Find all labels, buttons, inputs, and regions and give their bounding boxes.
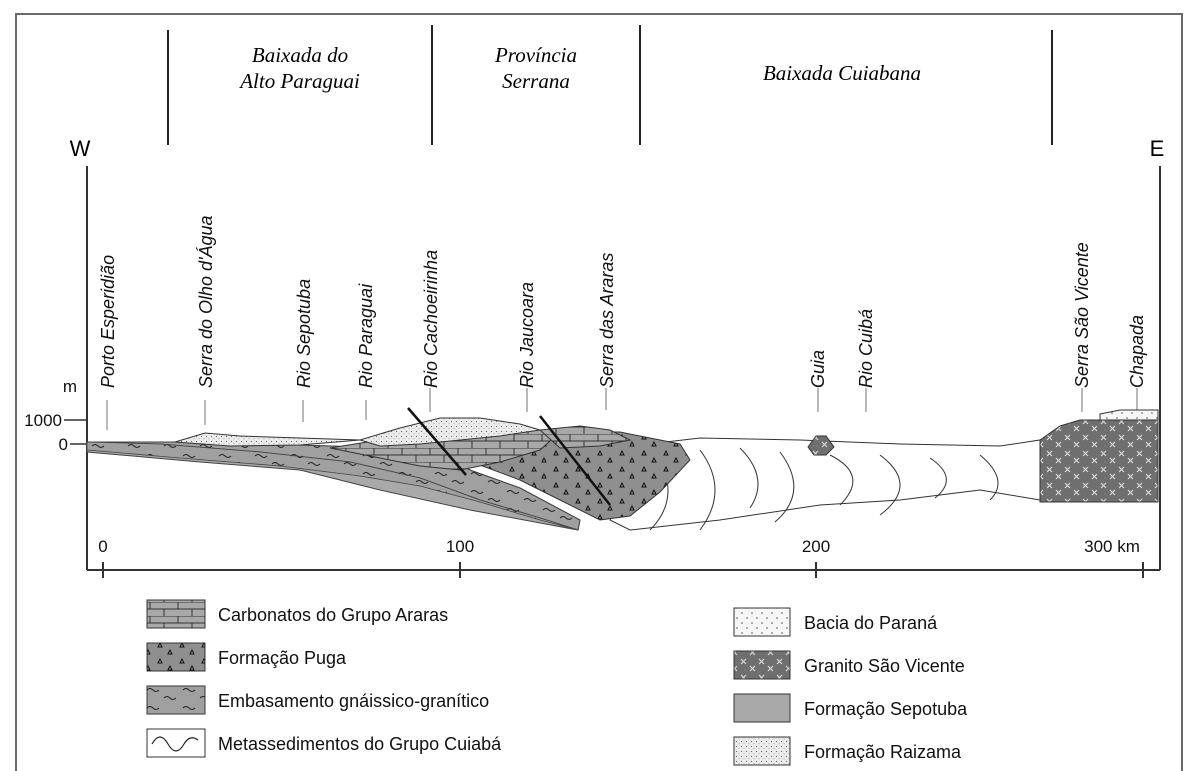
distance-label-100: 100: [446, 537, 474, 556]
region-titles: Baixada do Alto Paraguai Província Serra…: [238, 43, 921, 93]
place-label-guia: Guia: [808, 350, 828, 388]
legend-label-bacia-parana: Bacia do Paraná: [804, 613, 938, 633]
place-ticks: [107, 388, 1137, 430]
unit-bacia-parana: [1100, 410, 1158, 420]
legend-swatch-puga: [147, 643, 205, 671]
west-label: W: [70, 136, 91, 161]
place-label-rio-jaucoara: Rio Jaucoara: [517, 282, 537, 388]
place-label-rio-cachoeirinha: Rio Cachoeirinha: [421, 250, 441, 388]
place-label-serra-sao-vicente: Serra São Vicente: [1072, 242, 1092, 388]
place-label-porto-esperidiao: Porto Esperidião: [98, 255, 118, 388]
legend-swatch-bacia-parana: [734, 608, 790, 636]
legend-swatch-raizama: [734, 737, 790, 765]
place-label-rio-cuiba: Rio Cuibá: [856, 309, 876, 388]
place-label-rio-sepotuba: Rio Sepotuba: [294, 279, 314, 388]
region-title-serrana-line2: Serrana: [502, 69, 570, 93]
east-label: E: [1150, 136, 1165, 161]
elevation-unit: m: [63, 377, 77, 396]
unit-raizama-west: [175, 433, 360, 446]
legend-swatch-metassedimentos: [147, 729, 205, 757]
elevation-1000: 1000: [24, 411, 62, 430]
legend-label-puga: Formação Puga: [218, 648, 347, 668]
region-title-serrana-line1: Província: [494, 43, 577, 67]
legend-label-embasamento: Embasamento gnáissico-granítico: [218, 691, 489, 711]
distance-label-300: 300 km: [1084, 537, 1140, 556]
distance-axis: 0 100 200 300 km: [98, 537, 1143, 578]
region-title-cuiabana: Baixada Cuiabana: [763, 61, 921, 85]
geologic-section: [87, 408, 1158, 530]
legend-swatch-embasamento: [147, 686, 205, 714]
legend-swatch-granito: [734, 651, 790, 679]
legend-label-raizama: Formação Raizama: [804, 742, 962, 762]
legend-label-metassedimentos: Metassedimentos do Grupo Cuiabá: [218, 734, 502, 754]
elevation-scale: m 1000 0: [24, 377, 87, 454]
legend-label-carbonatos: Carbonatos do Grupo Araras: [218, 605, 448, 625]
place-label-chapada: Chapada: [1127, 315, 1147, 388]
legend-label-sepotuba: Formação Sepotuba: [804, 699, 968, 719]
legend: Carbonatos do Grupo Araras Formação Puga…: [147, 600, 968, 765]
distance-label-200: 200: [802, 537, 830, 556]
region-title-alto-paraguai-line2: Alto Paraguai: [238, 69, 360, 93]
place-label-serra-das-araras: Serra das Araras: [597, 253, 617, 388]
legend-swatch-sepotuba: [734, 694, 790, 722]
place-label-serra-olho-dagua: Serra do Olho d'Água: [196, 215, 216, 388]
elevation-0: 0: [59, 435, 68, 454]
distance-label-0: 0: [98, 537, 107, 556]
legend-label-granito: Granito São Vicente: [804, 656, 965, 676]
place-label-rio-paraguai: Rio Paraguai: [356, 283, 376, 388]
unit-granito-sao-vicente: [1040, 420, 1158, 502]
legend-swatch-carbonatos: [147, 600, 205, 628]
region-title-alto-paraguai-line1: Baixada do: [252, 43, 348, 67]
